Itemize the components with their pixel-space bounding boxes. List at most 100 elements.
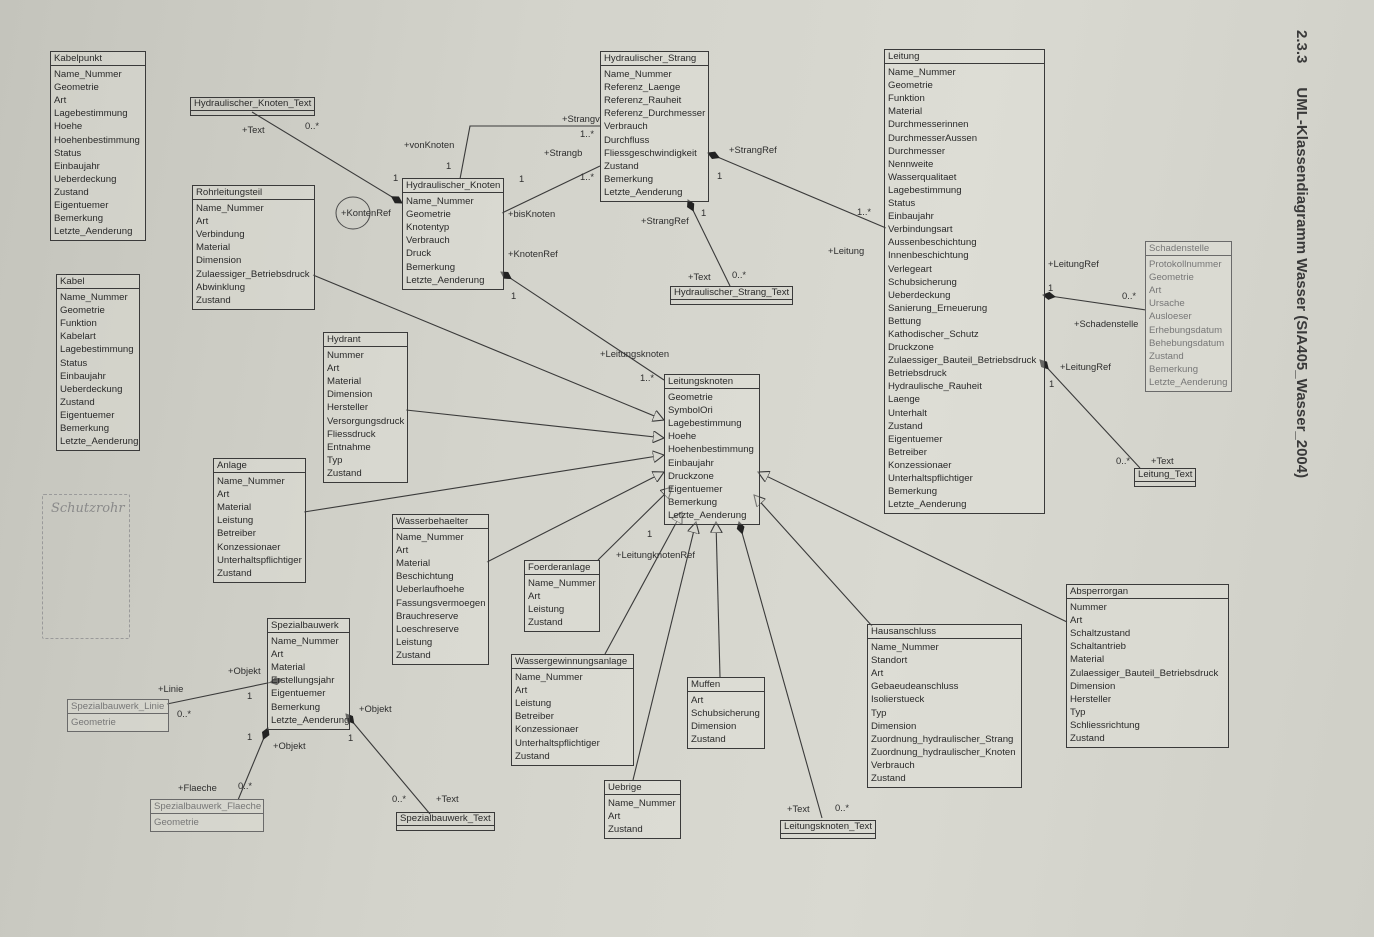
class-attribute: Eigentuemer (668, 483, 723, 495)
class-attribute: Referenz_Durchmesser (604, 108, 706, 120)
class-attribute: Betreiber (217, 528, 256, 540)
class-attribute: Verbindungsart (888, 224, 953, 236)
class-attribute: Zulaessiger_Betriebsdruck (196, 268, 310, 280)
class-attribute: Letzte_Aenderung (888, 499, 967, 511)
class-attribute: Dimension (691, 721, 737, 733)
class-attribute: Leistung (396, 636, 433, 648)
multiplicity-label: 1 (348, 732, 354, 743)
class-title: Absperrorgan (1067, 585, 1228, 600)
class-attribute: Material (396, 558, 431, 570)
multiplicity-label: 0..* (1122, 290, 1137, 301)
class-attribute: Durchfluss (604, 134, 650, 146)
role-label: +KontenRef (341, 207, 391, 218)
class-attribute: Einbaujahr (668, 457, 714, 469)
class-attribute: Behebungsdatum (1149, 337, 1225, 349)
class-attribute: Fliessgeschwindigkeit (604, 147, 697, 159)
class-attribute: Material (327, 376, 362, 388)
multiplicity-label: 1 (247, 690, 253, 701)
class-attribute: Material (1070, 654, 1105, 666)
class-title: Hydraulischer_Strang_Text (671, 287, 793, 300)
class-attribute: Hoehe (54, 121, 83, 133)
role-label: +Text (242, 124, 265, 135)
class-attribute: Name_Nummer (196, 203, 264, 215)
gen-rohrleitungsteil (312, 274, 664, 420)
multiplicity-label: 1..* (580, 171, 595, 182)
class-hydraulischer-strang-text: Hydraulischer_Strang_Text (670, 286, 794, 305)
class-attribute: Dimension (871, 720, 917, 732)
role-label: +StrangRef (641, 215, 689, 226)
class-attribute: Unterhaltspflichtiger (888, 473, 973, 484)
class-attribute: Status (54, 147, 82, 159)
class-attribute: Innenbeschichtung (888, 250, 969, 262)
class-attribute: Hoehe (668, 431, 697, 443)
gen-hausanschluss (754, 495, 873, 627)
class-attribute: Referenz_Rauheit (604, 95, 682, 107)
class-attribute: Kathodischer_Schutz (888, 328, 979, 340)
class-attribute: Name_Nummer (604, 69, 672, 81)
role-label: +LeitungRef (1048, 258, 1099, 269)
class-attribute: Geometrie (1149, 272, 1194, 284)
class-attribute: Typ (327, 454, 343, 466)
class-attribute: Bettung (888, 315, 922, 327)
class-attribute: Betreiber (888, 446, 927, 458)
class-attribute: Name_Nummer (515, 672, 583, 684)
class-title: Foerderanlage (525, 561, 599, 576)
class-attribute: Bemerkung (271, 701, 321, 713)
class-attribute: Art (396, 545, 409, 557)
class-attribute: Bemerkung (604, 173, 654, 185)
link-lk-text (736, 521, 823, 819)
class-title: Muffen (688, 678, 764, 693)
class-attribute: Name_Nummer (528, 578, 596, 590)
role-label: +vonKnoten (404, 139, 455, 150)
role-label: +Strangv (562, 113, 600, 124)
class-attribute: Nummer (1070, 602, 1107, 614)
class-title: Leitungsknoten_Text (781, 821, 876, 834)
class-title: Anlage (214, 459, 305, 474)
class-attribute: Name_Nummer (608, 798, 676, 810)
role-label: +StrangRef (729, 144, 777, 155)
multiplicity-label: 0..* (835, 802, 850, 813)
class-attribute: Standort (871, 655, 908, 667)
class-attribute: Bemerkung (406, 261, 456, 273)
class-attribute: Art (1070, 615, 1083, 627)
class-attribute: Geometrie (54, 82, 99, 94)
class-title: Hydraulischer_Strang (601, 52, 708, 67)
class-attribute: Funktion (60, 318, 97, 330)
class-attribute: Konzessionaer (515, 724, 579, 736)
class-attribute: Lagebestimmung (668, 418, 742, 430)
class-attribute: Schubsicherung (888, 276, 957, 288)
class-attribute: Hoehenbestimmung (54, 134, 140, 146)
class-attribute: Geometrie (888, 80, 933, 92)
gen-wasserbehaelter (486, 472, 664, 563)
class-attribute: Erstellungsjahr (271, 675, 335, 687)
class-title: Kabelpunkt (51, 52, 145, 67)
class-attribute: Zuordnung_hydraulischer_Knoten (871, 746, 1016, 758)
class-attribute: Konzessionaer (888, 459, 952, 471)
class-attribute: Leistung (528, 604, 565, 616)
multiplicity-label: 0..* (732, 269, 747, 280)
class-attribute: Zustand (515, 750, 550, 762)
class-attribute: Name_Nummer (60, 292, 128, 304)
class-title: Hydraulischer_Knoten (403, 179, 503, 194)
class-attribute: Protokollnummer (1149, 259, 1222, 271)
class-attribute: Material (217, 502, 252, 514)
class-leitungsknoten-text: Leitungsknoten_Text (780, 820, 877, 839)
class-title: Spezialbauwerk (268, 619, 349, 634)
class-title: Rohrleitungsteil (193, 186, 314, 201)
class-attribute: Unterhaltspflichtiger (515, 737, 600, 749)
class-attribute: Verbindung (196, 229, 245, 241)
class-attribute: Verbrauch (604, 121, 648, 133)
class-attribute: Zustand (691, 734, 726, 746)
heading-number: 2.3.3 (1293, 30, 1310, 64)
role-label: +Text (688, 271, 711, 282)
